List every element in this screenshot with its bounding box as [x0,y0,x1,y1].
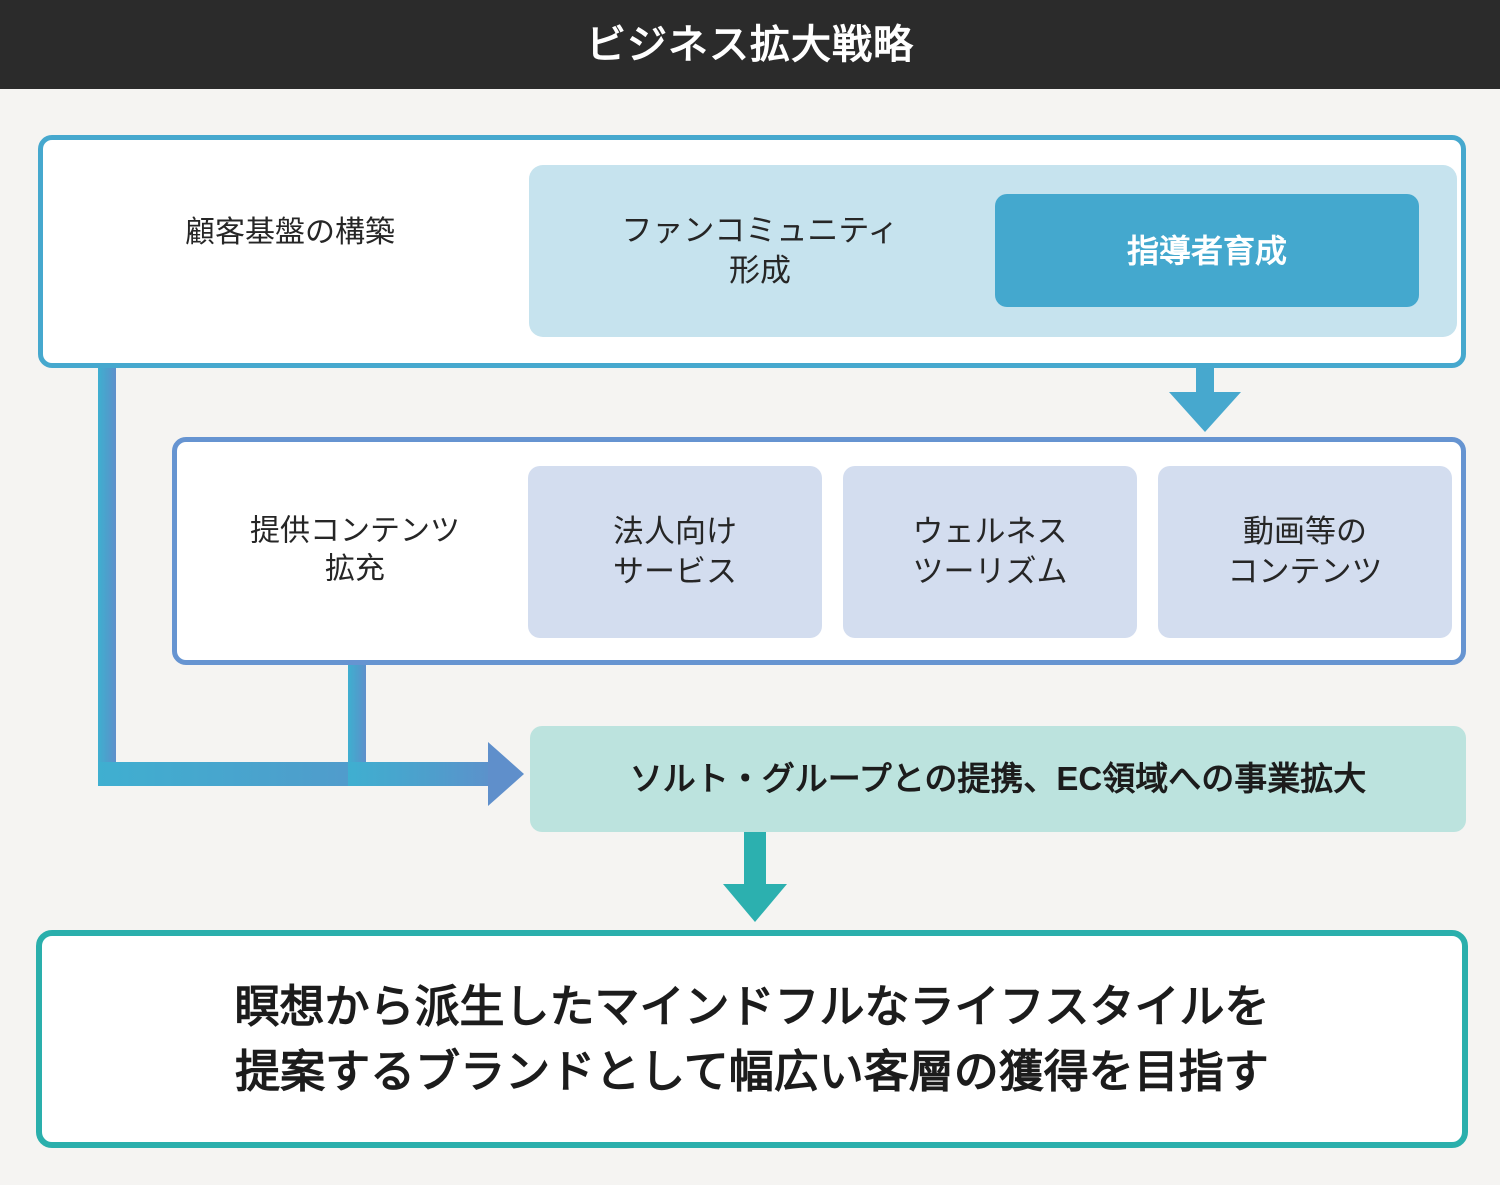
connector-band-to-conclusion [723,832,787,922]
connector-content-to-band [348,663,524,806]
band-partnership-ec[interactable]: ソルト・グループとの提携、EC領域への事業拡大 [530,726,1466,832]
item-wellness-tourism[interactable]: ウェルネス ツーリズム [843,466,1137,638]
header-bar: ビジネス拡大戦略 [0,0,1500,89]
page-title: ビジネス拡大戦略 [586,22,914,67]
conclusion-text: 瞑想から派生したマインドフルなライフスタイルを 提案するブランドとして幅広い客層… [234,980,1270,1097]
group-content-expansion-label: 提供コンテンツ 拡充 [250,514,460,586]
item-fan-community[interactable]: ファンコミュニティ 形成 [621,212,899,288]
conclusion-box[interactable]: 瞑想から派生したマインドフルなライフスタイルを 提案するブランドとして幅広い客層… [36,930,1468,1148]
item-corporate-service[interactable]: 法人向け サービス [528,466,822,638]
item-leader-development[interactable]: 指導者育成 [995,194,1419,307]
group-customer-base-label: 顧客基盤の構築 [185,215,395,249]
item-video-content[interactable]: 動画等の コンテンツ [1158,466,1452,638]
